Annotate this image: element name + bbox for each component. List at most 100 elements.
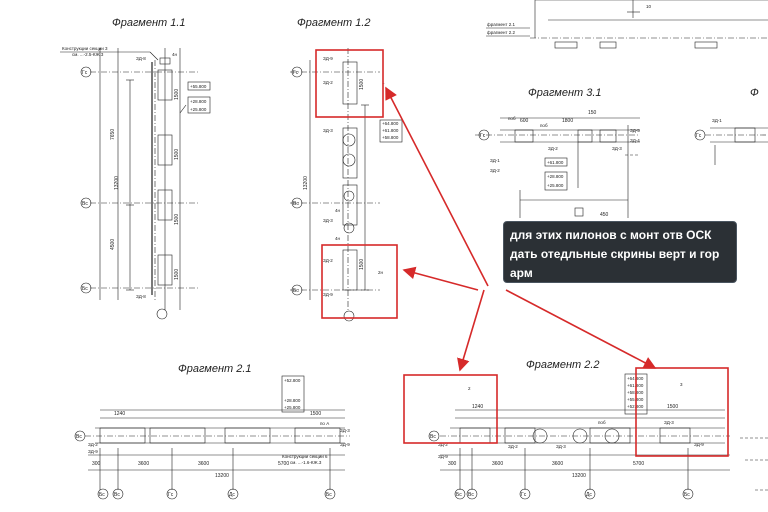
axis-label: Дс bbox=[229, 492, 235, 498]
element-mark: 3 bbox=[680, 382, 683, 387]
note: см. ...-2.5-КЖ.3 bbox=[72, 52, 104, 57]
element-mark: ЗД-2 bbox=[508, 444, 518, 449]
note: Конструкции секции 6 bbox=[282, 454, 328, 459]
elevation: +28.800 bbox=[190, 99, 207, 104]
axis-label: Вс bbox=[114, 492, 120, 498]
elevation: +25.800 bbox=[190, 107, 207, 112]
axis-label: Дс bbox=[586, 492, 592, 498]
highlight-box-fragment-2-2-right bbox=[635, 367, 729, 457]
dimension: 600 bbox=[520, 118, 529, 124]
axis-label: Гс bbox=[696, 133, 702, 139]
arrow-to-top-pylon bbox=[385, 86, 489, 287]
dimension: 3600 bbox=[552, 461, 563, 467]
dimension: 450 bbox=[600, 212, 609, 218]
element-mark: ЗД-3 bbox=[323, 128, 333, 133]
element-mark: по А bbox=[320, 421, 329, 426]
element-mark: поб bbox=[540, 123, 548, 128]
element-mark: ЗД-2 bbox=[490, 168, 500, 173]
elevation: +28.800 bbox=[547, 174, 564, 179]
elevation: +28.800 bbox=[284, 398, 301, 403]
dimension: 3600 bbox=[198, 461, 209, 467]
dimension: 5700 bbox=[633, 461, 644, 467]
axis-label: Бс bbox=[456, 492, 462, 498]
element-mark: 2 bbox=[468, 386, 471, 391]
element-mark: ЗД-1 bbox=[712, 118, 722, 123]
fragment-title-2-1: Фрагмент 2.1 bbox=[178, 363, 252, 375]
axis-label: Бс bbox=[99, 492, 105, 498]
axis-label: Вс bbox=[430, 434, 436, 440]
element-mark: 4н bbox=[335, 236, 341, 241]
elevation: +64.800 bbox=[382, 121, 399, 126]
dimension: 13200 bbox=[114, 176, 120, 190]
element-mark: ЗД-2 bbox=[323, 258, 333, 263]
arrow-to-right-pylon bbox=[505, 289, 657, 369]
axis-label: Гс bbox=[82, 70, 88, 76]
axis-label: Бс bbox=[684, 492, 690, 498]
arrow-to-left-pylon bbox=[457, 289, 485, 372]
axis-label: Гс bbox=[521, 492, 527, 498]
axis-label: Вс bbox=[468, 492, 474, 498]
arrow-to-bottom-pylon bbox=[402, 266, 479, 291]
note: фрагмент 2.1 bbox=[487, 22, 515, 27]
dimension: 300 bbox=[92, 461, 101, 467]
axis-label: Гс bbox=[480, 133, 486, 139]
elevation: +55.800 bbox=[190, 84, 207, 89]
axis-label: Вс bbox=[76, 434, 82, 440]
axis-label: Вс bbox=[293, 201, 299, 207]
dimension: 1500 bbox=[310, 411, 321, 417]
highlight-box-fragment-1-2-top bbox=[315, 49, 384, 118]
elevation: +58.800 bbox=[382, 135, 399, 140]
dimension: 13200 bbox=[215, 473, 229, 479]
dimension: 1800 bbox=[562, 118, 573, 124]
element-mark: ЗД-1 bbox=[490, 158, 500, 163]
dimension: 7650 bbox=[110, 129, 116, 140]
element-mark: ЗД-8 bbox=[136, 56, 146, 61]
dimension: 1240 bbox=[114, 411, 125, 417]
element-mark: поб bbox=[598, 420, 606, 425]
axis-label: Гс bbox=[168, 492, 174, 498]
fragment-title-2-2: Фрагмент 2.2 bbox=[526, 359, 600, 371]
element-mark: поб bbox=[508, 116, 516, 121]
dimension: 1500 bbox=[174, 269, 180, 280]
axis-label: Бс bbox=[326, 492, 332, 498]
element-mark: ЗД-3 bbox=[556, 444, 566, 449]
axis-label: Вс bbox=[82, 201, 88, 207]
element-mark: ЗД-9 bbox=[323, 292, 333, 297]
elevation: +61.800 bbox=[382, 128, 399, 133]
element-mark: ЗД-2 bbox=[88, 442, 98, 447]
dimension: 13200 bbox=[572, 473, 586, 479]
dimension: 1500 bbox=[667, 404, 678, 410]
elevation: +25.800 bbox=[284, 405, 301, 410]
element-mark: ЗД-9 bbox=[694, 442, 704, 447]
element-mark: ЗД-3 bbox=[612, 146, 622, 151]
dimension: 150 bbox=[588, 110, 597, 116]
annotation-text: для этих пилонов с монт отв ОСК дать оте… bbox=[510, 228, 720, 280]
element-mark: 4н bbox=[335, 208, 341, 213]
note: фрагмент 2.2 bbox=[487, 30, 515, 35]
dimension: 4500 bbox=[110, 239, 116, 250]
dimension: 1500 bbox=[359, 79, 365, 90]
elevation: +52.800 bbox=[284, 378, 301, 383]
dimension: 1500 bbox=[174, 89, 180, 100]
highlight-box-fragment-1-2-bottom bbox=[321, 244, 398, 319]
fragment-title-3-x: Ф bbox=[750, 87, 759, 99]
element-mark: ЗД-9 bbox=[88, 449, 98, 454]
elevation: +61.800 bbox=[547, 160, 564, 165]
dimension: 3600 bbox=[492, 461, 503, 467]
element-mark: ЗД-3 bbox=[664, 420, 674, 425]
axis-label: Бс bbox=[82, 286, 88, 292]
fragment-title-1-2: Фрагмент 1.2 bbox=[297, 17, 371, 29]
element-mark: 10 bbox=[646, 4, 652, 9]
fragment-title-3-1: Фрагмент 3.1 bbox=[528, 87, 602, 99]
element-mark: ЗД-3 bbox=[340, 428, 350, 433]
dimension: 1500 bbox=[174, 214, 180, 225]
annotation-callout: для этих пилонов с монт отв ОСК дать оте… bbox=[503, 221, 737, 283]
axis-label: Бс bbox=[293, 288, 299, 294]
element-mark: ЗД-2 bbox=[323, 80, 333, 85]
element-mark: ЗД-9 bbox=[340, 442, 350, 447]
element-mark: ЗД-2 bbox=[438, 442, 448, 447]
elevation: +25.800 bbox=[547, 183, 564, 188]
dimension: 5700 bbox=[278, 461, 289, 467]
